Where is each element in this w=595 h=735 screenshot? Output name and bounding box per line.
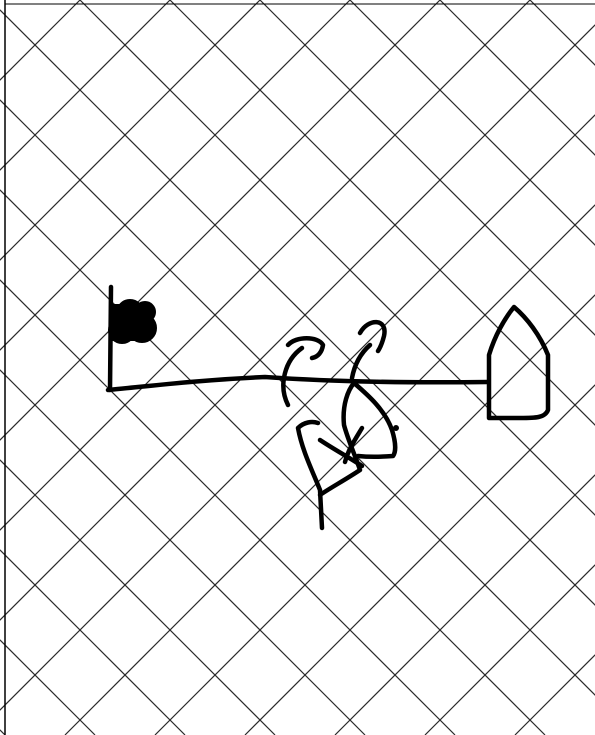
center-dot — [394, 426, 398, 430]
flag-blob-stroke — [109, 300, 156, 343]
left-post-stroke — [110, 287, 111, 390]
